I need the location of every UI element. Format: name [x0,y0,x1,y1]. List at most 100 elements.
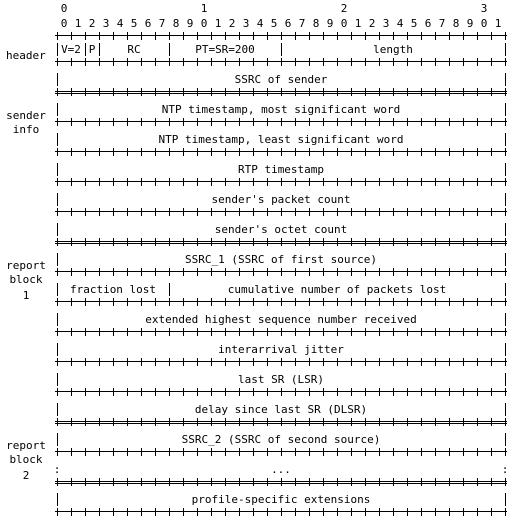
separator-tick [421,148,422,156]
field-boundary [57,43,58,56]
field-boundary [505,253,506,266]
separator-tick [477,478,478,486]
separator-tick [71,508,72,516]
row-separator [55,297,507,307]
field-boundary [57,313,58,326]
separator-tick [407,148,408,156]
separator-tick [421,448,422,456]
ruler-unit-digit: 3 [382,17,390,30]
separator-tick [463,388,464,396]
separator-tick [337,388,338,396]
separator-tick [197,58,198,66]
report-block-2-label-line1: report [6,439,46,452]
separator-tick [267,32,268,40]
separator-tick [197,328,198,336]
separator-tick [365,358,366,366]
separator-tick [141,478,142,486]
row-separator [55,267,507,277]
separator-tick [477,418,478,426]
separator-tick [449,32,450,40]
report-block-1-label-line3: 1 [22,289,30,302]
separator-tick [323,88,324,96]
separator-tick [85,32,86,40]
separator-tick [295,418,296,426]
separator-tick [323,328,324,336]
separator-tick [365,178,366,186]
separator-tick [141,388,142,396]
separator-tick [71,388,72,396]
ruler-tens-digit: 2 [340,2,348,15]
separator-tick [435,208,436,216]
separator-tick [477,448,478,456]
row-separator [55,147,507,157]
separator-tick [239,178,240,186]
separator-tick [85,148,86,156]
field-label: cumulative number of packets lost [227,283,447,296]
separator-tick [127,388,128,396]
separator-tick [127,178,128,186]
separator-tick [351,298,352,306]
separator-tick [239,238,240,246]
separator-tick [169,58,170,66]
separator-tick [85,88,86,96]
separator-tick [351,148,352,156]
separator-tick [463,328,464,336]
separator-tick [477,208,478,216]
separator-tick [281,88,282,96]
separator-tick [113,478,114,486]
ruler-unit-digit: 4 [256,17,264,30]
separator-tick [379,32,380,40]
ruler-tens-digit: 0 [60,2,68,15]
separator-tick [183,268,184,276]
separator-tick [379,238,380,246]
separator-tick [239,58,240,66]
row-separator [55,447,507,457]
separator-tick [407,268,408,276]
separator-tick [169,118,170,126]
separator-tick [393,148,394,156]
separator-tick [253,118,254,126]
separator-tick [393,358,394,366]
separator-tick [281,148,282,156]
separator-tick [155,118,156,126]
field-boundary [169,283,170,296]
separator-tick [197,118,198,126]
separator-tick [127,118,128,126]
separator-tick [449,208,450,216]
separator-tick [141,418,142,426]
separator-tick [365,508,366,516]
separator-tick [253,178,254,186]
separator-tick [169,358,170,366]
ruler-unit-digit: 9 [466,17,474,30]
separator-tick [211,268,212,276]
separator-tick [309,148,310,156]
field-boundary [505,343,506,356]
separator-tick [99,118,100,126]
separator-tick [155,268,156,276]
field-boundary [57,133,58,146]
separator-tick [477,388,478,396]
separator-tick [379,418,380,426]
separator-tick [323,388,324,396]
separator-tick [379,448,380,456]
separator-tick [477,58,478,66]
separator-tick [169,418,170,426]
separator-tick [211,418,212,426]
separator-tick [393,418,394,426]
separator-tick [169,208,170,216]
separator-tick [197,178,198,186]
separator-tick [57,118,58,126]
separator-tick [491,148,492,156]
separator-tick [505,148,506,156]
separator-tick [365,148,366,156]
separator-tick [183,148,184,156]
separator-tick [323,508,324,516]
separator-tick [421,328,422,336]
field-boundary [57,493,58,506]
row-separator [55,387,507,397]
row-separator [55,117,507,127]
separator-tick [239,478,240,486]
separator-tick [267,238,268,246]
separator-tick [337,88,338,96]
separator-tick [253,418,254,426]
